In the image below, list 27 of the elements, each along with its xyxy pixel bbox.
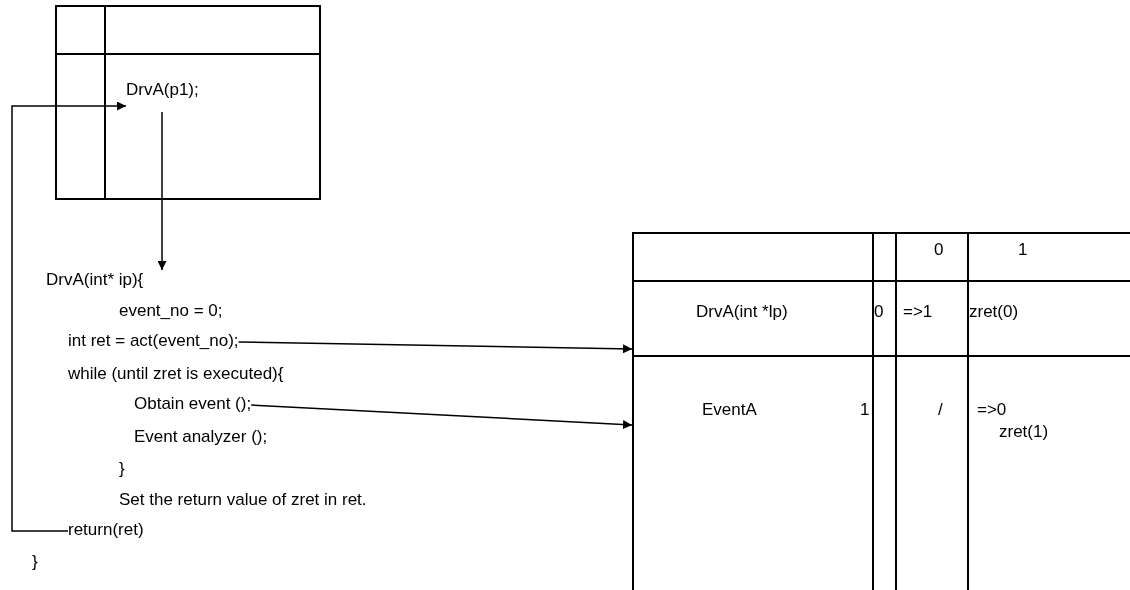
arrow <box>237 341 633 354</box>
table-frame <box>632 232 1130 590</box>
table-cell-text: / <box>938 399 943 421</box>
table-cell-text: EventA <box>702 399 757 421</box>
table-cell-text: 0 <box>874 301 884 323</box>
code-line: Set the return value of zret in ret. <box>119 489 367 511</box>
table-cell-text: 1 <box>1018 239 1028 261</box>
code-line: Obtain event (); <box>134 394 252 416</box>
table-cell-text: =>0 zret(1) <box>977 399 1049 443</box>
code-line: } <box>32 551 38 573</box>
arrow <box>157 111 167 271</box>
code-line: while (until zret is executed){ <box>68 363 284 385</box>
code-line: event_no = 0; <box>119 300 223 322</box>
code-line: DrvA(p1); <box>126 80 199 112</box>
code-line: return(ret) <box>68 520 144 542</box>
code-line: } <box>119 458 125 480</box>
table-cell-text: =>1 <box>903 301 933 323</box>
table-cell-text: zret(0) <box>969 301 1019 323</box>
code-line: DrvA(int* ip){ <box>46 270 144 292</box>
table-frame <box>55 5 321 200</box>
code-line: Event analyzer (); <box>134 426 268 448</box>
arrow <box>11 101 127 532</box>
arrow <box>250 404 633 429</box>
table-cell-text: 0 <box>934 239 944 261</box>
table-cell-text: DrvA(int *lp) <box>696 301 788 323</box>
table-cell-text: 1 <box>860 399 870 421</box>
code-line: int ret = act(event_no); <box>68 331 239 353</box>
